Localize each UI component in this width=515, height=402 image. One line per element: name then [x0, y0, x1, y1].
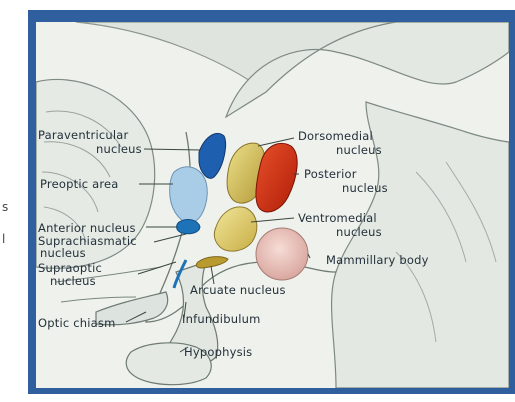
label-preoptic-area: Preoptic area — [40, 178, 119, 190]
label-ventromedial-line2: nucleus — [336, 226, 382, 238]
cropped-text-fragment: l — [2, 232, 5, 246]
label-dorsomedial-line2: nucleus — [336, 144, 382, 156]
label-supraoptic-line1: Supraoptic — [38, 262, 102, 274]
label-dorsomedial-line1: Dorsomedial — [298, 130, 373, 142]
label-optic-chiasm: Optic chiasm — [38, 317, 115, 329]
mammillary-body — [256, 228, 308, 280]
label-paraventricular-line1: Paraventricular — [38, 129, 128, 141]
label-anterior-nucleus: Anterior nucleus — [38, 222, 136, 234]
brain-drawing — [36, 22, 509, 388]
label-ventromedial-line1: Ventromedial — [298, 212, 377, 224]
cropped-text-fragment: s — [2, 200, 8, 214]
label-posterior-line1: Posterior — [304, 168, 357, 180]
label-infundibulum: Infundibulum — [182, 313, 260, 325]
label-paraventricular-line2: nucleus — [96, 143, 142, 155]
label-supraoptic-line2: nucleus — [50, 275, 96, 287]
hypothalamus-illustration: Paraventricular nucleus Preoptic area An… — [36, 22, 509, 388]
label-mammillary-body: Mammillary body — [326, 254, 429, 266]
label-hypophysis: Hypophysis — [184, 346, 252, 358]
label-posterior-line2: nucleus — [342, 182, 388, 194]
label-suprachiasmatic-line2: nucleus — [40, 247, 86, 259]
label-arcuate-nucleus: Arcuate nucleus — [190, 284, 286, 296]
anterior-nucleus — [177, 220, 200, 234]
